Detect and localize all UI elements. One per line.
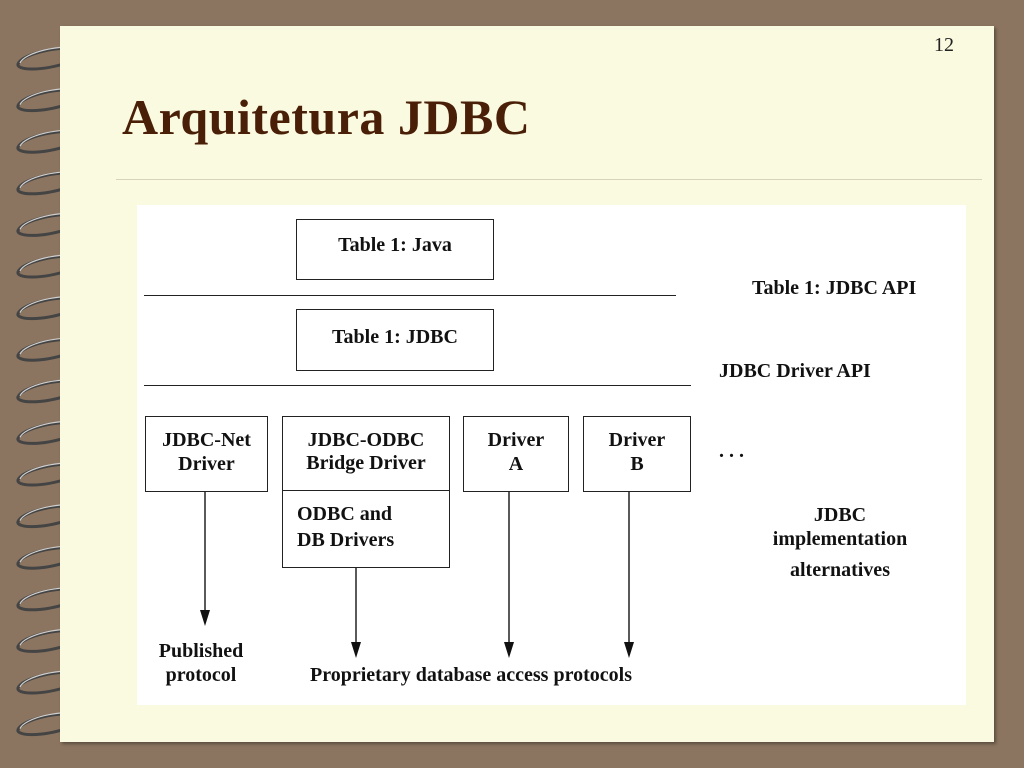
jdbc-odbc-bridge-line2: Bridge Driver xyxy=(306,452,426,474)
protocol-arrows xyxy=(200,492,634,658)
odbc-db-drivers-line2: DB Drivers xyxy=(297,529,395,551)
java-box-label: Table 1: Java xyxy=(338,234,452,256)
odbc-db-drivers-box: ODBC and DB Drivers xyxy=(282,490,450,568)
implementation-label-line1: JDBC xyxy=(813,504,867,526)
implementation-label-line2: implementation xyxy=(772,528,908,550)
arrowhead-jdbc-net xyxy=(200,610,210,626)
jdbc-box-label: Table 1: JDBC xyxy=(332,326,458,348)
jdbc-net-driver-line1: JDBC-Net xyxy=(162,429,251,451)
jdbc-net-driver-box: JDBC-Net Driver xyxy=(145,416,268,492)
driver-b-line2: B xyxy=(630,453,644,475)
arrowhead-driver-a xyxy=(504,642,514,658)
proprietary-protocols-label: Proprietary database access protocols xyxy=(310,664,632,686)
driver-b-box: Driver B xyxy=(583,416,691,492)
jdbc-net-driver-line2: Driver xyxy=(178,453,235,475)
published-protocol-line1: Published xyxy=(158,640,244,662)
driver-a-line1: Driver xyxy=(487,429,545,451)
jdbc-architecture-diagram: Table 1: Java Table 1: JDBC API Table 1:… xyxy=(137,205,966,705)
driver-a-line2: A xyxy=(508,453,524,475)
page-number: 12 xyxy=(934,34,954,56)
driver-api-line xyxy=(144,385,691,386)
more-drivers-ellipsis: . . . xyxy=(719,440,744,462)
driver-a-box: Driver A xyxy=(463,416,569,492)
arrowhead-driver-b xyxy=(624,642,634,658)
driver-api-label: JDBC Driver API xyxy=(719,360,871,382)
jdbc-api-line xyxy=(144,295,676,296)
jdbc-odbc-bridge-box: JDBC-ODBC Bridge Driver xyxy=(282,416,450,492)
java-box: Table 1: Java xyxy=(296,219,494,280)
odbc-db-drivers-line1: ODBC and xyxy=(297,503,393,525)
title-divider xyxy=(116,179,982,180)
driver-b-line1: Driver xyxy=(608,429,666,451)
arrowhead-odbc-db xyxy=(351,642,361,658)
slide-title: Arquitetura JDBC xyxy=(122,89,531,145)
published-protocol-line2: protocol xyxy=(165,664,237,686)
implementation-label-line3: alternatives xyxy=(790,559,890,581)
jdbc-api-label: Table 1: JDBC API xyxy=(752,277,917,299)
jdbc-box: Table 1: JDBC xyxy=(296,309,494,371)
jdbc-odbc-bridge-line1: JDBC-ODBC xyxy=(307,429,425,451)
